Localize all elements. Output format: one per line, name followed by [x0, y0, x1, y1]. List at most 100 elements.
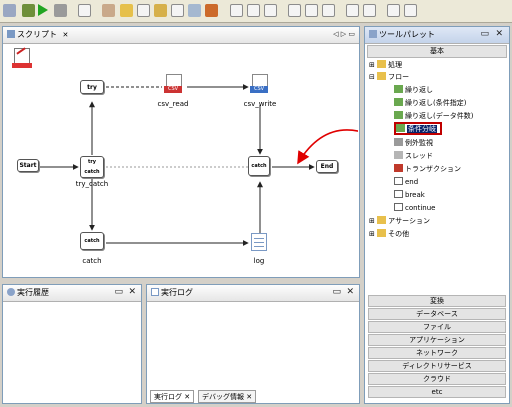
align-bottom-icon[interactable] [322, 4, 335, 17]
tree-label: その他 [388, 230, 410, 238]
flow-canvas[interactable] [2, 28, 358, 276]
log-node[interactable] [251, 233, 267, 251]
debug-icon[interactable] [22, 4, 35, 17]
align-left-icon[interactable] [230, 4, 243, 17]
category-file[interactable]: ファイル [368, 321, 506, 333]
tree-item-other[interactable]: ⊞ その他 [369, 229, 409, 240]
catch-node[interactable]: catch [80, 232, 104, 250]
hat-icon[interactable] [205, 4, 218, 17]
csv-write-label: csv_write [243, 100, 277, 108]
align-right-icon[interactable] [264, 4, 277, 17]
history-tab[interactable]: 実行履歴 [7, 287, 49, 299]
history-maximize-icon[interactable]: ▭ [114, 287, 123, 297]
palette-title-text: ツールパレット [379, 30, 435, 39]
tree-item-repeat[interactable]: 繰り返し [394, 85, 433, 96]
app-icon[interactable] [3, 4, 16, 17]
try-catch-node[interactable]: try catch [80, 156, 104, 178]
bottom-tab-debug-info[interactable]: デバッグ情報 ✕ [198, 390, 257, 403]
log-label: log [253, 257, 265, 265]
tree-item-flow[interactable]: ⊟ フロー [369, 72, 409, 83]
catch-label: catch [82, 257, 102, 265]
same-width-icon[interactable] [387, 4, 400, 17]
tree-item-thread[interactable]: スレッド [394, 151, 433, 162]
run-icon[interactable] [38, 4, 48, 16]
tab-close-icon[interactable]: ✕ [62, 31, 69, 39]
end-node[interactable]: End [316, 160, 338, 173]
bottom-tab-execution-log[interactable]: 実行ログ ✕ [150, 390, 195, 403]
break-icon [394, 190, 403, 198]
tree-item-repeat-data[interactable]: 繰り返し(データ件数) [394, 111, 473, 122]
tree-label: フロー [388, 73, 410, 81]
palette-maximize-icon[interactable]: ▭ [480, 29, 489, 39]
expand-icon[interactable]: ⊞ [369, 230, 375, 238]
try-catch-node-catch: catch [84, 169, 100, 175]
align-center-icon[interactable] [247, 4, 260, 17]
tree-item-transaction[interactable]: トランザクション [394, 164, 461, 175]
palette-header: ツールパレット ▭ ✕ [365, 27, 509, 44]
repeat-condition-icon [394, 98, 403, 106]
collapse-icon[interactable]: ⊟ [369, 73, 375, 81]
align-top-icon[interactable] [288, 4, 301, 17]
log-header: 実行ログ ▭ ✕ [147, 285, 359, 302]
category-network[interactable]: ネットワーク [368, 347, 506, 359]
tree-item-assertion[interactable]: ⊞ アサーション [369, 216, 430, 227]
editor-nav-controls[interactable]: ◁ ▷ ▭ [333, 30, 355, 38]
log-tab[interactable]: 実行ログ [151, 287, 193, 299]
script-icon[interactable] [154, 4, 167, 17]
category-basic[interactable]: 基本 [367, 45, 507, 58]
log-maximize-icon[interactable]: ▭ [332, 287, 341, 297]
tab-script[interactable]: スクリプト ✕ [7, 29, 68, 41]
main-toolbar [0, 0, 512, 23]
bottom-tab-close-icon[interactable]: ✕ [184, 393, 191, 401]
try-node-label: try [87, 84, 97, 91]
category-etc[interactable]: etc [368, 386, 506, 398]
tree-item-continue[interactable]: continue [394, 203, 435, 214]
folder-icon[interactable] [120, 4, 133, 17]
start-node[interactable]: Start [17, 159, 39, 172]
category-directory-service[interactable]: ディレクトリサービス [368, 360, 506, 372]
csv-write-node[interactable]: CSV [250, 74, 268, 96]
expand-icon[interactable]: ⊞ [369, 61, 375, 69]
tree-item-end[interactable]: end [394, 177, 418, 188]
folder-icon [377, 216, 387, 224]
tree-label: トランザクション [405, 165, 461, 173]
log-close-icon[interactable]: ✕ [346, 287, 354, 297]
category-database[interactable]: データベース [368, 308, 506, 320]
tree-item-condition[interactable]: 条件分岐 [394, 122, 442, 135]
category-application[interactable]: アプリケーション [368, 334, 506, 346]
catch-node-icon-label: catch [84, 238, 100, 244]
same-height-icon[interactable] [404, 4, 417, 17]
tree-item-processing[interactable]: ⊞ 処理 [369, 60, 402, 71]
tree-label: アサーション [388, 217, 430, 225]
history-icon [7, 288, 15, 296]
tool-icon[interactable] [102, 4, 115, 17]
try-node[interactable]: try [80, 80, 104, 94]
script-properties-icon[interactable] [12, 47, 32, 70]
history-header: 実行履歴 ▭ ✕ [3, 285, 141, 302]
tree-label: 条件分岐 [407, 125, 437, 133]
tree-item-repeat-condition[interactable]: 繰り返し(条件指定) [394, 98, 466, 109]
window-icon[interactable] [78, 4, 91, 17]
tree-label: 繰り返し(データ件数) [405, 112, 474, 120]
category-cloud[interactable]: クラウド [368, 373, 506, 385]
list-icon[interactable] [188, 4, 201, 17]
log-title: 実行ログ [161, 288, 193, 297]
distribute-v-icon[interactable] [363, 4, 376, 17]
tree-item-exception[interactable]: 例外監視 [394, 138, 433, 149]
repeat-data-icon [394, 111, 403, 119]
history-close-icon[interactable]: ✕ [128, 287, 136, 297]
stop-icon[interactable] [54, 4, 67, 17]
bottom-tab-close-icon[interactable]: ✕ [246, 393, 253, 401]
expand-icon[interactable]: ⊞ [369, 217, 375, 225]
palette-close-icon[interactable]: ✕ [495, 29, 503, 39]
grid-icon[interactable] [171, 4, 184, 17]
csv-read-node[interactable]: CSV [164, 74, 182, 96]
distribute-h-icon[interactable] [346, 4, 359, 17]
align-middle-icon[interactable] [305, 4, 318, 17]
tree-label: 繰り返し [405, 86, 433, 94]
page-icon[interactable] [137, 4, 150, 17]
catch-end-node-label: catch [251, 163, 267, 169]
tree-item-break[interactable]: break [394, 190, 425, 201]
category-conversion[interactable]: 変換 [368, 295, 506, 307]
catch-end-node[interactable]: catch [248, 156, 270, 176]
